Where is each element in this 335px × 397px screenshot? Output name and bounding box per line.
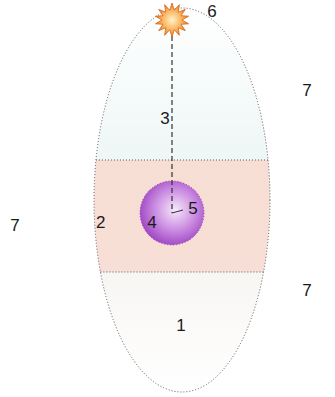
region-number: 1 bbox=[176, 317, 185, 334]
callout-number: 6 bbox=[207, 3, 216, 20]
egg-region-band: 3 bbox=[94, 8, 270, 160]
band-boundary bbox=[100, 272, 263, 273]
egg-region-band: 1 bbox=[94, 272, 270, 392]
callout-number: 7 bbox=[302, 82, 311, 99]
region-number: 2 bbox=[96, 214, 105, 231]
region-number: 3 bbox=[160, 110, 169, 127]
callout-number: 4 bbox=[147, 214, 156, 231]
sperm-entry-star bbox=[155, 3, 188, 37]
band-shape bbox=[94, 8, 270, 160]
egg-region-band: 245 bbox=[94, 160, 270, 272]
callout-number: 7 bbox=[10, 217, 19, 234]
callout-number: 7 bbox=[302, 282, 311, 299]
radius-pointer bbox=[172, 210, 183, 213]
band-boundary bbox=[96, 160, 268, 161]
callout-number: 5 bbox=[188, 200, 197, 217]
axis-line bbox=[171, 36, 172, 213]
nucleus-circle: 45 bbox=[139, 180, 205, 246]
egg-outline-path bbox=[94, 8, 270, 392]
